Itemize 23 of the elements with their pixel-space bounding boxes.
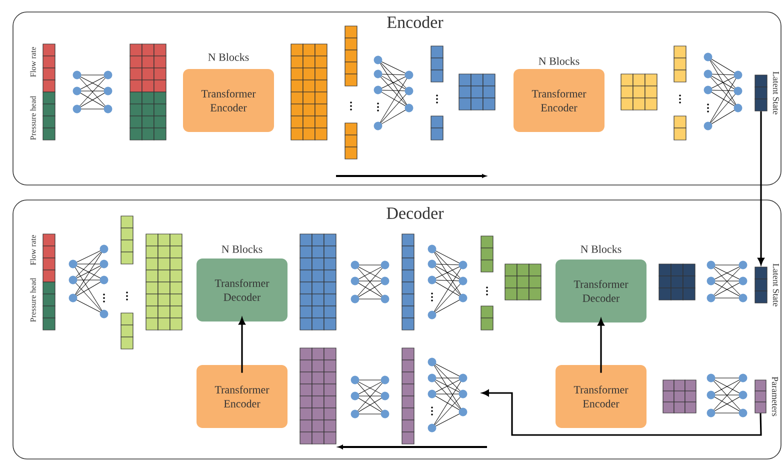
transformer-box: Transformer Encoder bbox=[196, 365, 288, 428]
transformer-box: Transformer Encoder bbox=[183, 69, 274, 132]
block-heading: N Blocks bbox=[538, 57, 580, 65]
block-heading: N Blocks bbox=[580, 245, 622, 253]
vector-label: Parameters bbox=[772, 376, 778, 416]
panel-title: Encoder bbox=[387, 16, 444, 28]
arrow bbox=[482, 390, 762, 436]
panel-title: Decoder bbox=[386, 207, 444, 219]
block-heading: N Blocks bbox=[208, 53, 249, 61]
vector-label: Latent State bbox=[772, 264, 780, 306]
transformer-box: Transformer Decoder bbox=[196, 258, 288, 322]
transformer-box: Transformer Decoder bbox=[556, 260, 646, 322]
arrow bbox=[238, 318, 246, 373]
transformer-box: Transformer Encoder bbox=[514, 69, 604, 132]
block-heading: N Blocks bbox=[222, 245, 262, 253]
axis-label: Pressure head bbox=[30, 96, 36, 140]
arrow bbox=[758, 111, 764, 265]
axis-label: Flow rate bbox=[30, 47, 36, 77]
axis-label: Pressure head bbox=[30, 278, 36, 322]
vector-label: Latent State bbox=[772, 72, 780, 114]
arrow bbox=[598, 318, 604, 373]
axis-label: Flow rate bbox=[30, 235, 36, 265]
transformer-box: Transformer Encoder bbox=[556, 365, 646, 428]
